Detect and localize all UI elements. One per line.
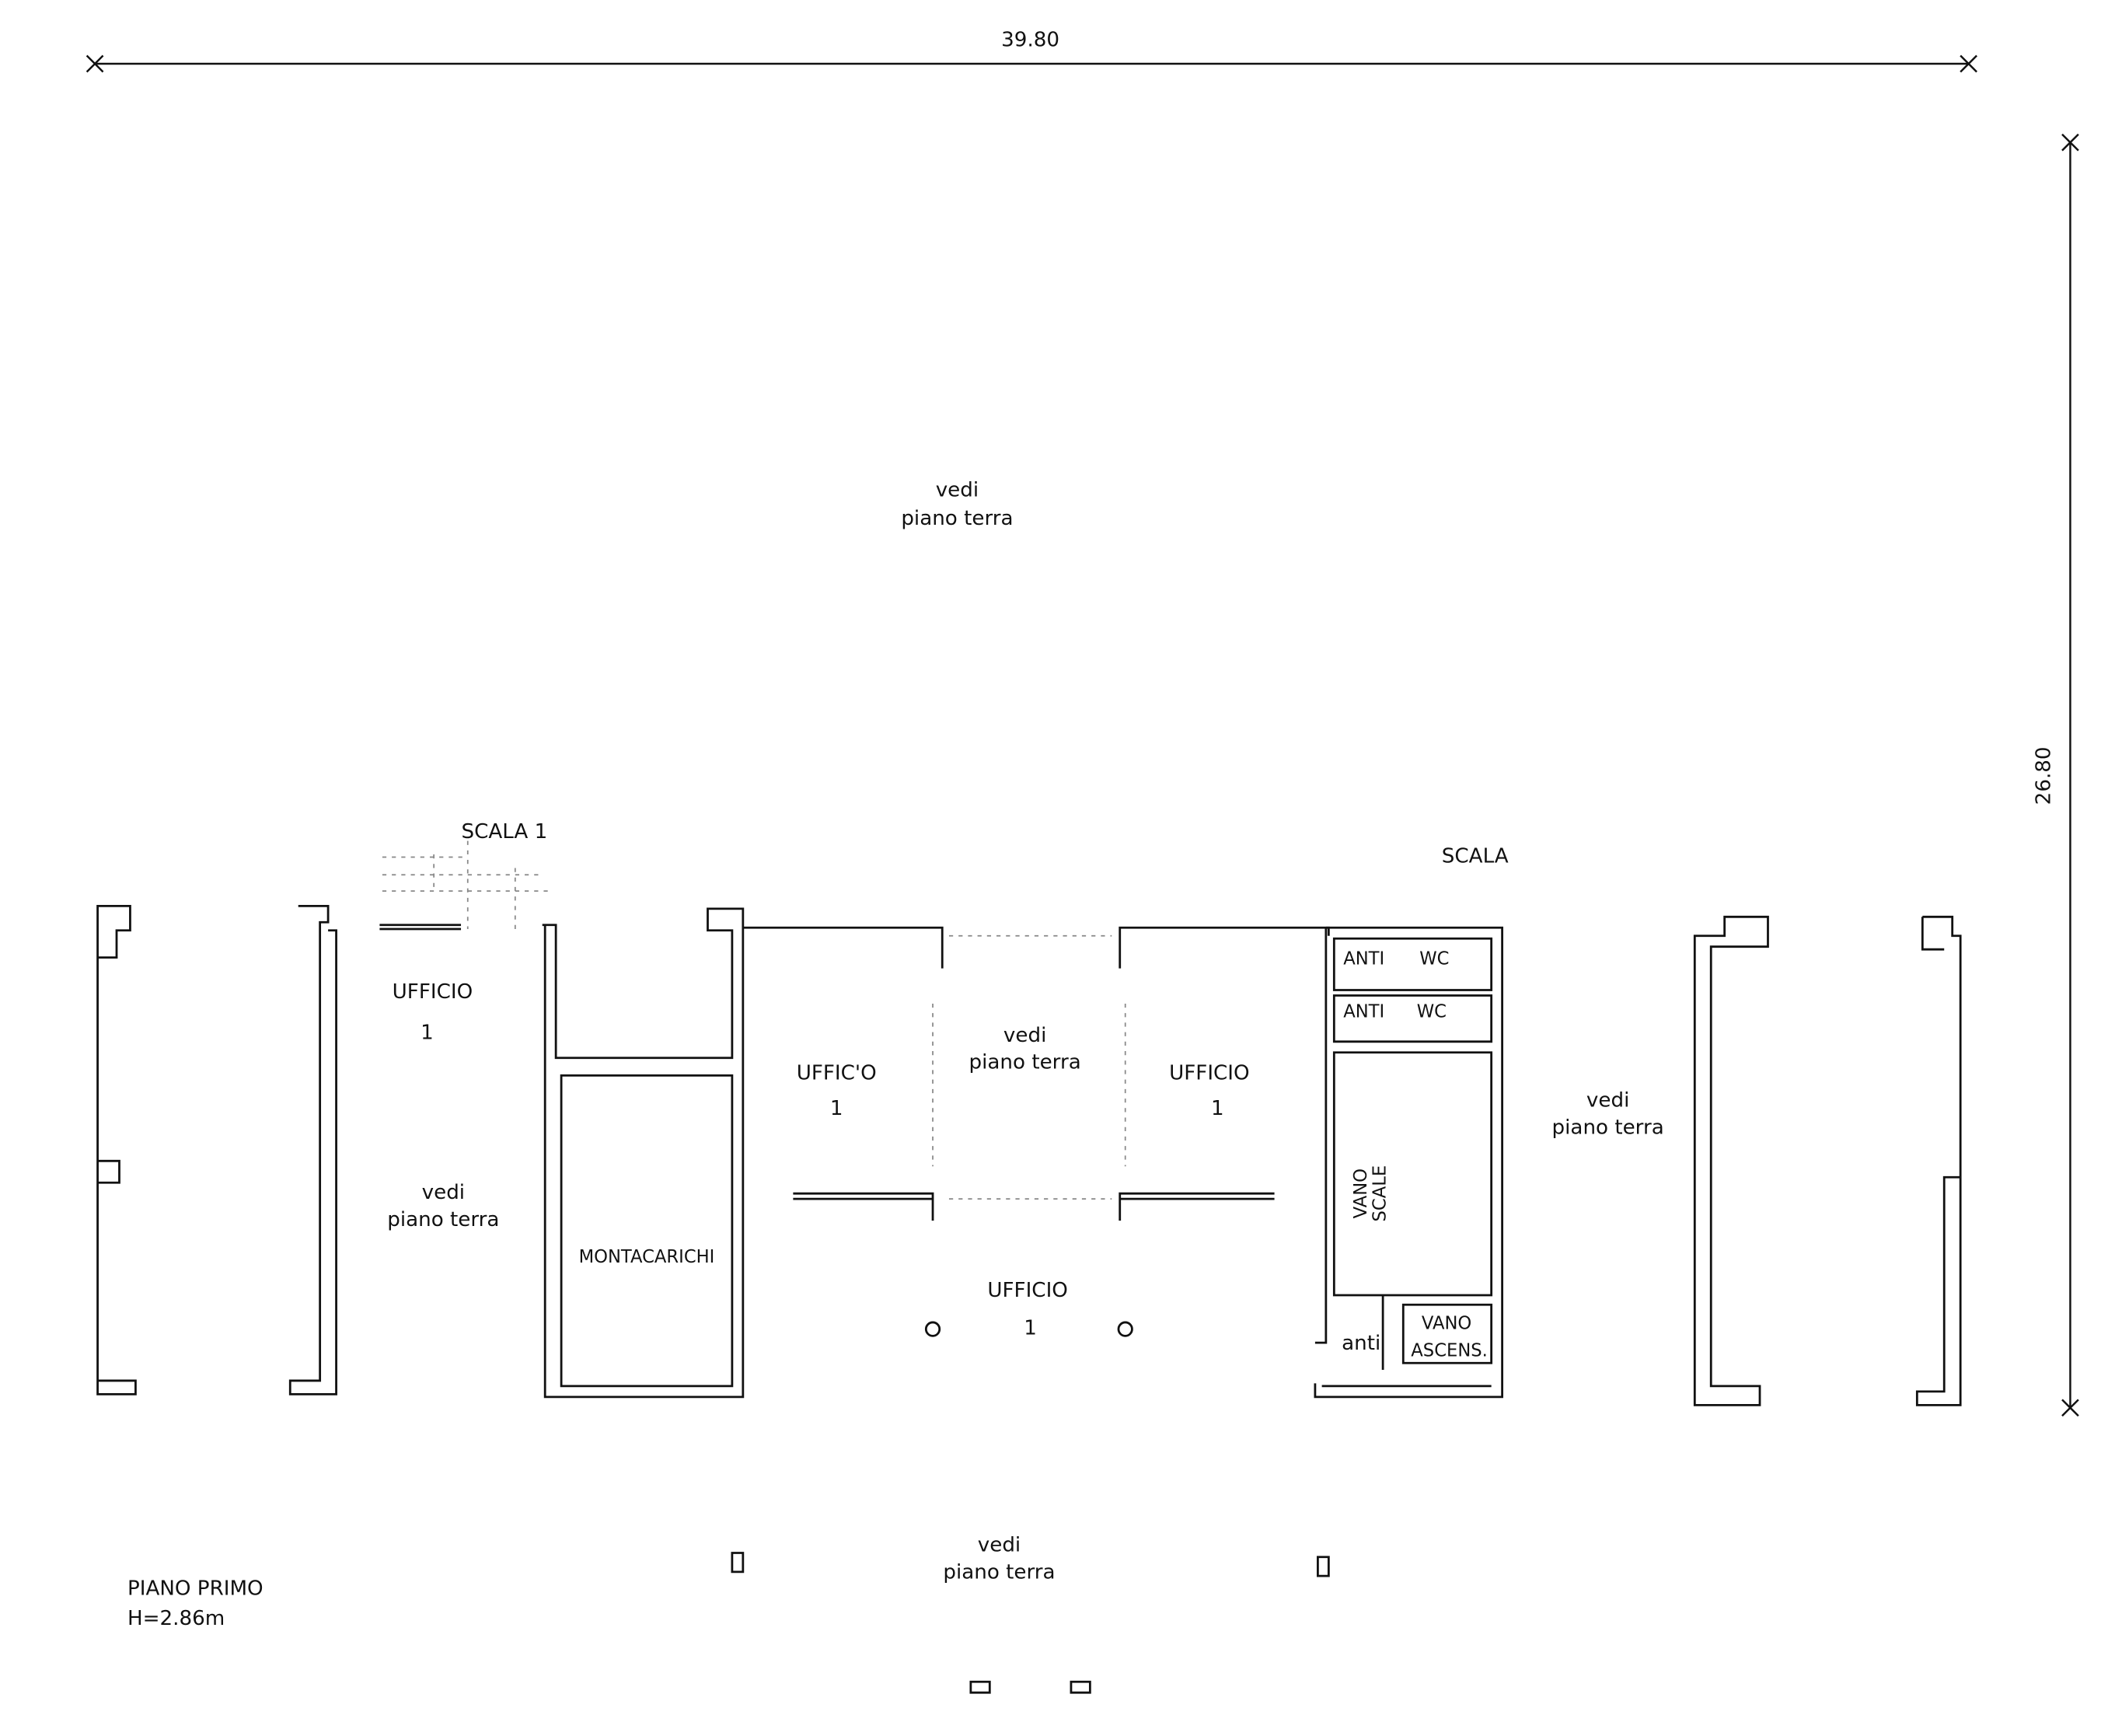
- label-vedi: vedi: [978, 1534, 1021, 1557]
- label-piano-terra: piano terra: [969, 1051, 1081, 1074]
- label-anti: anti: [1342, 1332, 1380, 1355]
- room-labels: vedi piano terra SCALA 1 SCALA UFFICIO 1…: [387, 478, 1664, 1584]
- label-ufficio-number: 1: [1024, 1317, 1037, 1340]
- label-ascens: ASCENS.: [1411, 1341, 1488, 1361]
- label-piano-terra: piano terra: [387, 1208, 499, 1231]
- title-block: PIANO PRIMO H=2.86m: [127, 1577, 264, 1630]
- label-anti-1: ANTI: [1343, 948, 1384, 969]
- label-ufficio: UFFIC'O: [797, 1062, 877, 1085]
- label-wc-1: WC: [1419, 948, 1449, 969]
- label-vedi: vedi: [936, 478, 979, 501]
- floor-height: H=2.86m: [127, 1607, 225, 1630]
- width-dimension-label: 39.80: [1001, 28, 1059, 51]
- walls: [96, 840, 1962, 1694]
- label-wc-2: WC: [1417, 1001, 1447, 1022]
- label-vedi: vedi: [1003, 1024, 1046, 1047]
- label-vedi: vedi: [1586, 1089, 1629, 1113]
- height-dimension: 26.80: [2032, 133, 2079, 1417]
- label-piano-terra: piano terra: [943, 1561, 1055, 1584]
- label-piano-terra: piano terra: [1552, 1116, 1664, 1139]
- label-scala-1: SCALA 1: [461, 820, 547, 844]
- label-anti-2: ANTI: [1343, 1001, 1384, 1022]
- label-scale: SCALE: [1370, 1165, 1391, 1222]
- label-vano: VANO: [1351, 1168, 1371, 1218]
- label-montacarichi: MONTACARICHI: [579, 1247, 715, 1267]
- label-vano-ascens: VANO: [1422, 1314, 1471, 1334]
- label-piano-terra: piano terra: [901, 507, 1013, 530]
- label-ufficio-number: 1: [421, 1021, 434, 1044]
- floor-name: PIANO PRIMO: [127, 1577, 264, 1601]
- label-ufficio: UFFICIO: [393, 980, 473, 1004]
- label-scala: SCALA: [1442, 845, 1509, 868]
- label-ufficio: UFFICIO: [1169, 1062, 1250, 1085]
- label-ufficio: UFFICIO: [987, 1279, 1068, 1302]
- label-ufficio-number: 1: [1211, 1097, 1224, 1120]
- label-ufficio-number: 1: [830, 1097, 843, 1120]
- width-dimension: 39.80: [86, 28, 1977, 73]
- label-vedi: vedi: [422, 1181, 465, 1204]
- height-dimension-label: 26.80: [2032, 746, 2055, 805]
